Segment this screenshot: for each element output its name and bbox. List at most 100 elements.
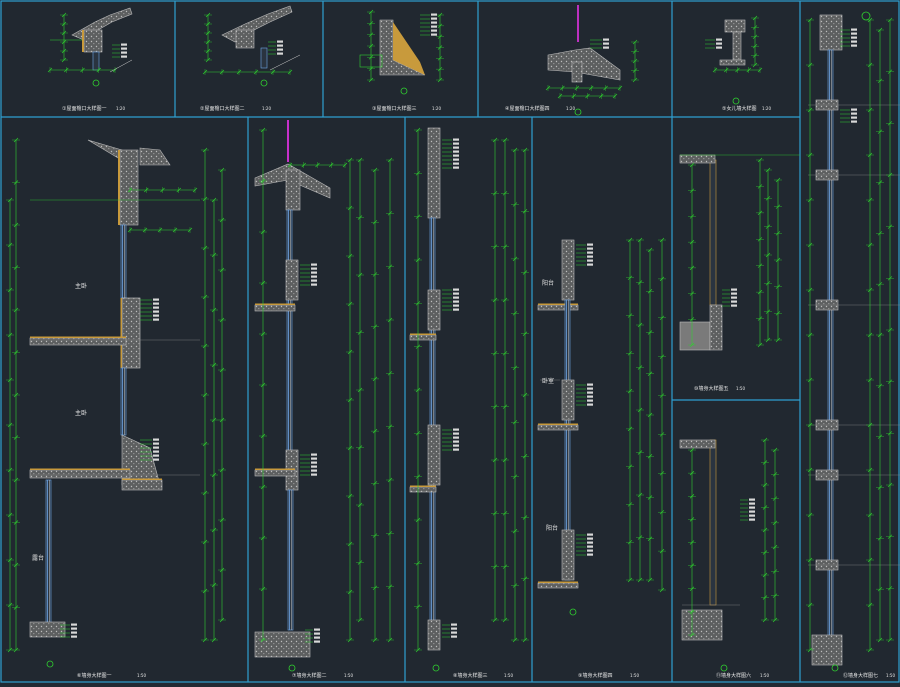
axis-marker [574, 108, 582, 116]
section-scale-7: 1:50 [886, 673, 895, 678]
callout-text [453, 154, 459, 157]
insulation-layer [410, 485, 436, 487]
section-title-3: ⑧墙身大样图三 [453, 672, 487, 679]
insulation-layer [255, 468, 295, 470]
callout-text [453, 444, 459, 447]
callout-text [731, 304, 737, 307]
callout-text [749, 506, 755, 509]
callout-text [851, 28, 857, 31]
callout-text [431, 21, 437, 24]
callout-text [731, 288, 737, 291]
concrete-slab [121, 479, 163, 491]
section-scale-6: 1:50 [760, 673, 769, 678]
callout-text [587, 553, 593, 556]
callout-text [587, 545, 593, 548]
callout-text [153, 442, 159, 445]
wall-column [45, 479, 52, 626]
callout-text [587, 391, 593, 394]
wall-column [92, 51, 100, 71]
detail-drawings [6, 5, 900, 672]
callout-text [431, 29, 437, 32]
axis-marker [400, 87, 408, 95]
callout-text [431, 17, 437, 20]
callout-text [153, 314, 159, 317]
beam-2 [427, 289, 441, 331]
callout-text [749, 498, 755, 501]
callout-text [851, 108, 857, 111]
callout-text [153, 298, 159, 301]
wall-column [120, 224, 127, 299]
detail-title-5: ⑤女儿墙大样图 [722, 105, 756, 112]
beam [709, 304, 723, 351]
eave-beam [83, 29, 103, 53]
callout-text [453, 146, 459, 149]
detail-scale-4: 1:20 [566, 106, 575, 111]
callout-text [311, 283, 317, 286]
callout-text [453, 428, 459, 431]
room-labels: 主卧 主卧 露台 阳台 卧室 阳台 [32, 279, 558, 562]
room-label: 阳台 [542, 279, 554, 287]
axis-marker [288, 664, 296, 672]
callout-text [311, 473, 317, 476]
callout-text [451, 635, 457, 638]
callout-text [153, 302, 159, 305]
callout-text [587, 537, 593, 540]
callout-text [851, 44, 857, 47]
wall-column [709, 159, 717, 306]
slope-symbol [109, 59, 133, 73]
balcony-slab [29, 621, 66, 638]
insulation-layer [410, 333, 436, 335]
concrete-slab [537, 424, 579, 431]
callout-text [277, 40, 283, 43]
section-scale-5: 1:50 [736, 386, 745, 391]
parapet-cap [724, 19, 746, 33]
callout-text [851, 36, 857, 39]
callout-text [153, 318, 159, 321]
insulation-layer [30, 336, 126, 338]
section-scale-3: 1:50 [504, 673, 513, 678]
callout-text [431, 25, 437, 28]
callout-text [277, 52, 283, 55]
callout-text [311, 461, 317, 464]
callout-text [153, 450, 159, 453]
callout-text [314, 628, 320, 631]
scale-labels: 1:20 1:20 1:20 1:20 1:20 1:50 1:50 1:50 … [116, 106, 895, 678]
slab [679, 154, 716, 164]
callout-text [431, 13, 437, 16]
room-label: 阳台 [546, 524, 558, 532]
callout-text [121, 55, 127, 58]
axis-marker [831, 664, 839, 672]
section-scale-4: 1:50 [630, 673, 639, 678]
callout-text [587, 251, 593, 254]
wall-column [709, 439, 717, 606]
callout-text [453, 308, 459, 311]
callout-text [71, 631, 77, 634]
callout-text [453, 150, 459, 153]
axis-marker [46, 660, 54, 668]
callout-text [716, 46, 722, 49]
eave-slab [221, 5, 293, 43]
parapet-wall [732, 31, 742, 61]
callout-text [453, 142, 459, 145]
eave-beam [571, 61, 583, 83]
callout-text [311, 279, 317, 282]
wall-column [120, 367, 127, 436]
callout-text [453, 296, 459, 299]
insulation-layer [255, 303, 295, 305]
axis-marker [720, 664, 728, 672]
callout-text [453, 292, 459, 295]
callout-text [453, 162, 459, 165]
callout-text [453, 304, 459, 307]
detail-title-1: ①屋面檐口大样图一 [62, 105, 106, 112]
slope-symbol [269, 54, 301, 71]
callout-text [451, 631, 457, 634]
axis-marker [92, 79, 100, 87]
callout-text [749, 502, 755, 505]
callout-text [851, 120, 857, 123]
callout-text [587, 549, 593, 552]
detail-title-4: ④屋面檐口大样图四 [505, 105, 549, 112]
callout-text [453, 300, 459, 303]
